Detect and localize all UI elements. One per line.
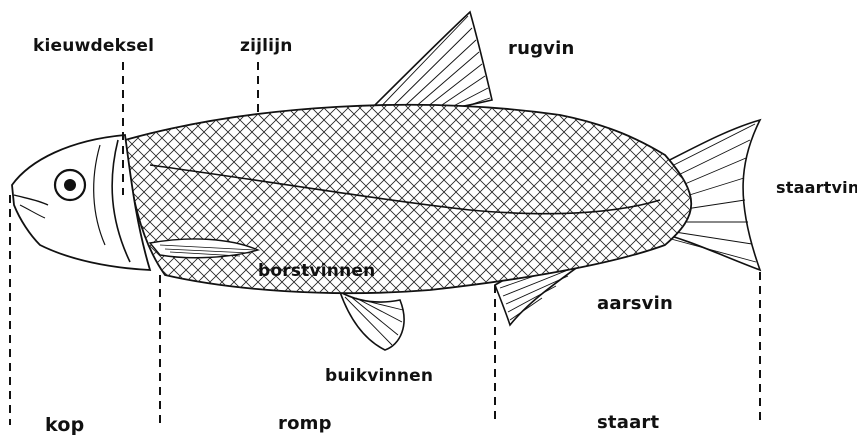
label-staartvin: staartvin: [776, 178, 857, 197]
label-rugvin: rugvin: [508, 38, 575, 59]
label-kieuwdeksel: kieuwdeksel: [33, 36, 154, 56]
label-kop: kop: [45, 414, 84, 436]
label-buikvinnen: buikvinnen: [325, 366, 433, 386]
label-zijlijn: zijlijn: [240, 36, 293, 56]
fish-body: [120, 90, 700, 310]
dorsal-fin: [360, 12, 492, 120]
label-romp: romp: [278, 413, 332, 434]
pelvic-fins: [340, 292, 404, 350]
label-aarsvin: aarsvin: [597, 293, 673, 314]
label-borstvinnen: borstvinnen: [258, 261, 375, 281]
label-staart: staart: [597, 412, 659, 433]
